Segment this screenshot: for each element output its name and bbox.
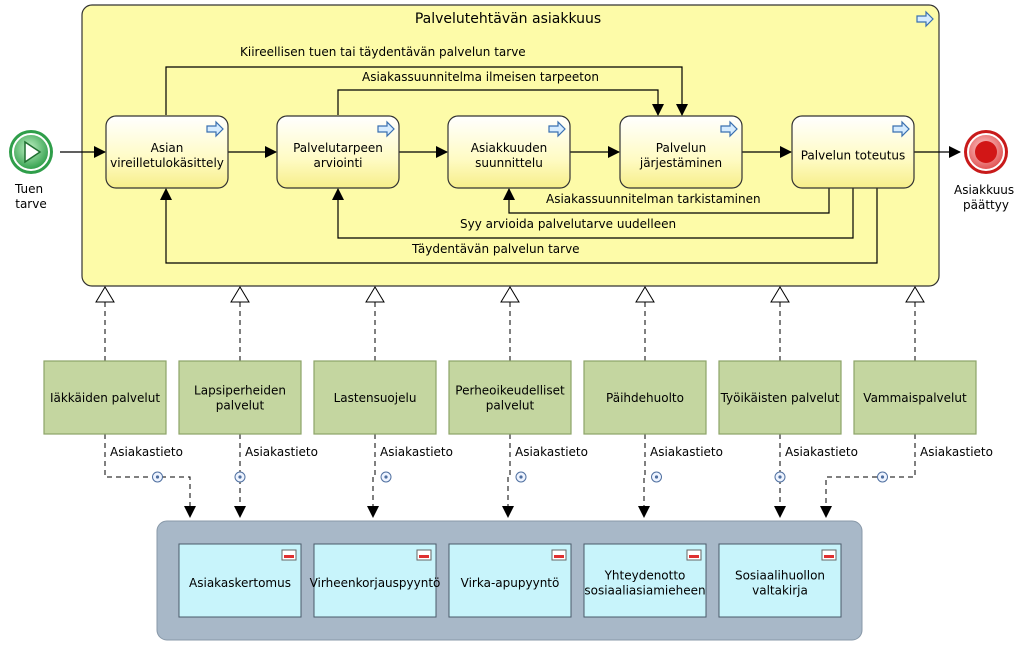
- service-label: Päihdehuolto: [606, 391, 684, 405]
- association-label: Asiakastieto: [785, 445, 858, 459]
- subprocess-arrow-icon: [720, 120, 738, 138]
- service-label: Iäkkäiden palvelut: [50, 391, 160, 405]
- minimize-icon: [551, 549, 567, 561]
- flow-taydentavan: [160, 188, 878, 264]
- realization-triangle-icon: [365, 286, 385, 303]
- document-virheenkorjaus[interactable]: Virheenkorjauspyyntö: [310, 543, 441, 618]
- flow-label-kiireellisen: Kiireellisen tuen tai täydentävän palvel…: [240, 45, 526, 59]
- data-info-icon: [380, 471, 392, 483]
- document-label: Virheenkorjauspyyntö: [310, 576, 441, 590]
- play-icon: [24, 140, 42, 164]
- flow-syy: [332, 188, 854, 239]
- service-tyoikaisten[interactable]: Työikäisten palvelut: [718, 360, 842, 435]
- end-event[interactable]: [964, 130, 1008, 174]
- data-info-icon: [877, 471, 888, 483]
- minimize-icon: [281, 549, 297, 561]
- association-label: Asiakastieto: [110, 445, 183, 459]
- service-label: Työikäisten palvelut: [720, 391, 840, 405]
- realization-triangle-icon: [95, 286, 115, 303]
- document-label: Asiakaskertomus: [189, 576, 291, 590]
- pool-subprocess-arrow-icon: [916, 10, 934, 28]
- data-info-icon: [774, 471, 786, 483]
- flow-tarkistaminen: [503, 188, 830, 214]
- subprocess-arrow-icon: [377, 120, 395, 138]
- realization-triangle-icon: [635, 286, 655, 303]
- minimize-icon: [686, 549, 702, 561]
- service-label: Vammaispalvelut: [863, 391, 967, 405]
- service-paihdehuolto[interactable]: Päihdehuolto: [583, 360, 707, 435]
- minimize-icon: [821, 549, 837, 561]
- data-info-icon: [515, 471, 527, 483]
- flow-ilmeisen: [337, 89, 664, 116]
- task-label: Palvelun toteutus: [801, 148, 906, 162]
- subprocess-arrow-icon: [548, 120, 566, 138]
- start-event[interactable]: [9, 130, 53, 174]
- flow-label-tarkistaminen: Asiakassuunnitelman tarkistaminen: [546, 192, 761, 206]
- pool-title: Palvelutehtävän asiakkuus: [415, 11, 601, 27]
- data-info-icon: [152, 471, 163, 483]
- flow-kiireellisen: [165, 66, 688, 116]
- minimize-icon: [416, 549, 432, 561]
- association-label: Asiakastieto: [245, 445, 318, 459]
- service-associations: Asiakastieto Asiakastieto Asiakastieto Asia…: [95, 286, 993, 518]
- subprocess-arrow-icon: [892, 120, 910, 138]
- association-label: Asiakastieto: [515, 445, 588, 459]
- association-label: Asiakastieto: [920, 445, 993, 459]
- realization-triangle-icon: [230, 286, 250, 303]
- service-lastensuojelu[interactable]: Lastensuojelu: [313, 360, 437, 435]
- realization-triangle-icon: [905, 286, 925, 303]
- association-label: Asiakastieto: [380, 445, 453, 459]
- subprocess-arrow-icon: [206, 120, 224, 138]
- sequence-flows: [60, 66, 961, 264]
- realization-triangle-icon: [500, 286, 520, 303]
- end-event-label: Asiakkuus päättyy: [954, 183, 1018, 212]
- document-asiakaskertomus[interactable]: Asiakaskertomus: [178, 543, 302, 618]
- documents: Asiakaskertomus Virheenkorjauspyyntö Virka…: [178, 543, 842, 618]
- association-label: Asiakastieto: [650, 445, 723, 459]
- data-info-icon: [651, 471, 662, 483]
- data-info-icon: [234, 471, 246, 483]
- service-iakkaiden[interactable]: Iäkkäiden palvelut: [43, 360, 167, 435]
- document-label: Virka-apupyyntö: [461, 576, 560, 590]
- flow-label-ilmeisen: Asiakassuunnitelma ilmeisen tarpeeton: [362, 70, 599, 84]
- task-toteutus[interactable]: Palvelun toteutus: [791, 115, 915, 189]
- flow-label-syy: Syy arvioida palvelutarve uudelleen: [460, 217, 676, 231]
- start-event-label: Tuen tarve: [14, 182, 47, 211]
- service-vammais[interactable]: Vammaispalvelut: [853, 360, 977, 435]
- realization-triangle-icon: [770, 286, 790, 303]
- document-virka-apu[interactable]: Virka-apupyyntö: [448, 543, 572, 618]
- service-label: Lastensuojelu: [334, 391, 417, 405]
- flow-label-taydentavan: Täydentävän palvelun tarve: [411, 242, 580, 256]
